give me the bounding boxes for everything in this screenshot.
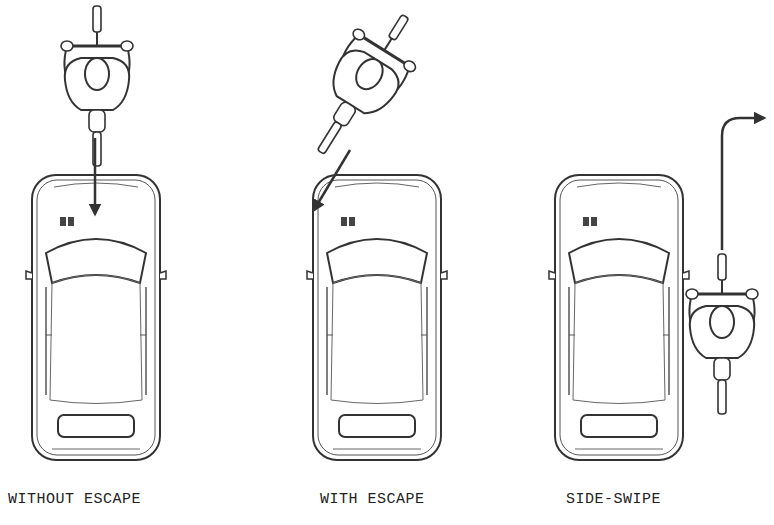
motorcycle xyxy=(290,0,436,171)
motorcycle xyxy=(61,6,133,166)
car xyxy=(549,175,689,460)
panel-caption: WITHOUT ESCAPE xyxy=(8,491,141,508)
path-arrow xyxy=(94,138,97,214)
car xyxy=(307,175,447,460)
panel-caption: SIDE-SWIPE xyxy=(566,491,661,508)
path-arrow xyxy=(314,150,350,210)
motorcycle xyxy=(686,254,758,414)
panel-caption: WITH ESCAPE xyxy=(320,491,425,508)
path-arrow xyxy=(722,118,764,250)
car xyxy=(26,175,166,460)
